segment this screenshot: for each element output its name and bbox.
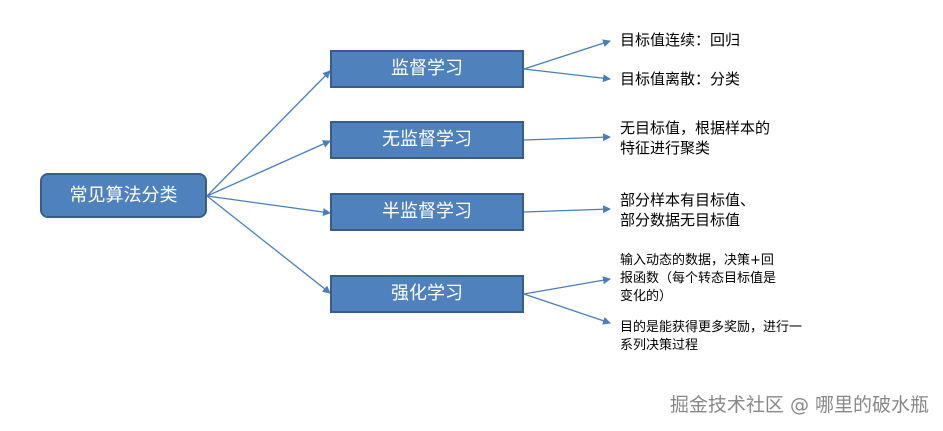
root-node: 常见算法分类: [40, 173, 207, 218]
unsupervised-note: 无目标值，根据样本的 特征进行聚类: [620, 119, 771, 157]
semisupervised-note: 部分样本有目标值、 部分数据无目标值: [620, 191, 756, 229]
connector-root-semisupervised: [206, 195, 331, 217]
connector-supervised-note-1: [523, 39, 611, 70]
connector-semisupervised-note: [523, 205, 611, 214]
connector-root-reinforcement: [206, 195, 331, 294]
connector-root-unsupervised: [206, 140, 331, 197]
connector-reinforcement-note-2: [523, 293, 611, 325]
connector-supervised-note-2: [523, 68, 611, 83]
category-supervised: 监督学习: [330, 50, 524, 88]
connector-reinforcement-note-1: [523, 276, 611, 295]
category-unsupervised: 无监督学习: [330, 121, 524, 159]
connector-root-supervised: [206, 70, 331, 197]
category-semisupervised: 半监督学习: [330, 193, 524, 231]
supervised-note-regression: 目标值连续：回归: [620, 31, 741, 49]
watermark-text: 掘金技术社区 @ 哪里的破水瓶: [669, 394, 929, 416]
connector-unsupervised-note: [523, 133, 611, 142]
supervised-note-classification: 目标值离散：分类: [620, 70, 741, 88]
category-reinforcement: 强化学习: [330, 275, 524, 313]
reinforcement-note-goal: 目的是能获得更多奖励，进行一 系列决策过程: [620, 320, 803, 353]
reinforcement-note-reward: 输入动态的数据，决策+回 报函数（每个转态目标值是 变化的）: [620, 253, 777, 304]
